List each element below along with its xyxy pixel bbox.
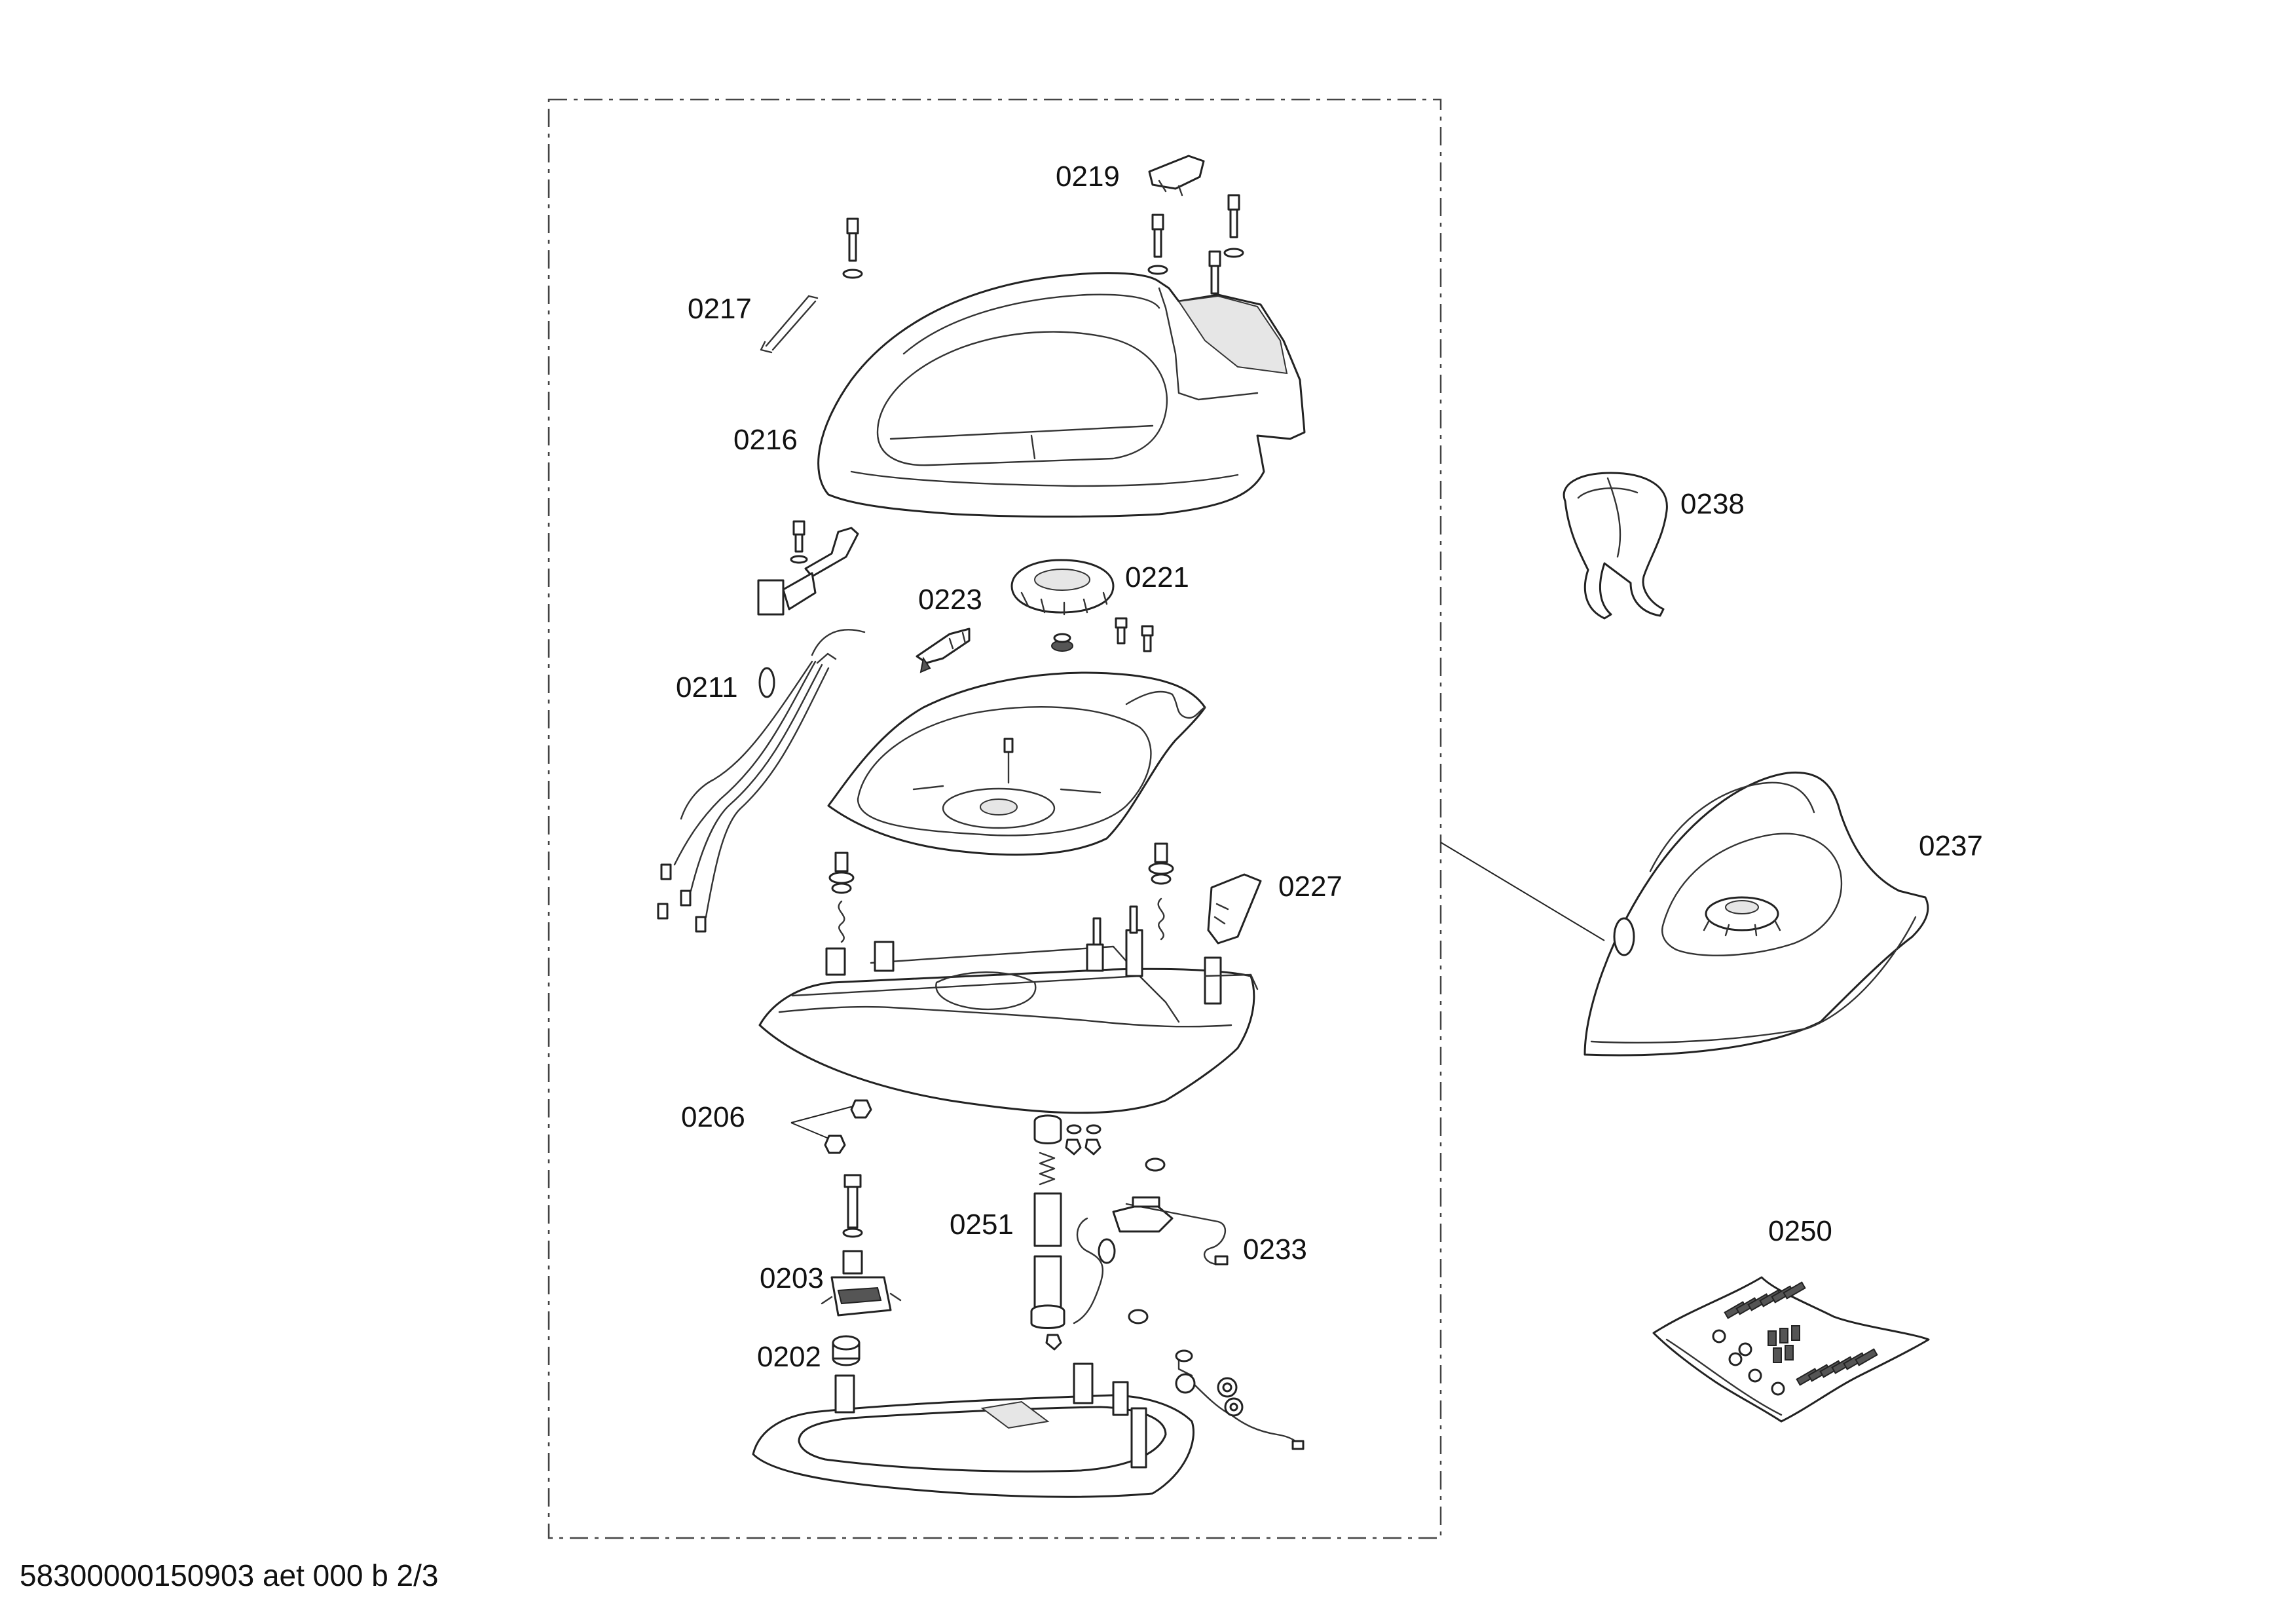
label-0251: 0251 bbox=[950, 1209, 1014, 1241]
part-0211-cable-set[interactable] bbox=[657, 629, 866, 933]
part-0237-complete-iron[interactable] bbox=[1583, 771, 1929, 1057]
part-0203-thermostat[interactable] bbox=[821, 1250, 902, 1317]
label-0211: 0211 bbox=[676, 671, 738, 704]
inner-shell bbox=[827, 671, 1206, 856]
label-0233: 0233 bbox=[1243, 1233, 1307, 1266]
gear-washer-icon bbox=[1217, 1377, 1238, 1398]
label-0217: 0217 bbox=[688, 293, 752, 325]
label-0203: 0203 bbox=[760, 1262, 824, 1294]
label-0237: 0237 bbox=[1919, 830, 1983, 862]
document-code: 58300000150903 aet 000 b 2/3 bbox=[20, 1558, 439, 1592]
part-0202-nut[interactable] bbox=[832, 1335, 861, 1366]
part-0251-tube-assembly[interactable] bbox=[1030, 1114, 1166, 1351]
part-0221-temperature-dial[interactable] bbox=[1010, 559, 1115, 616]
spacers-left bbox=[828, 852, 855, 943]
thermostat-screw bbox=[842, 1174, 863, 1238]
screw bbox=[1147, 214, 1168, 275]
screw bbox=[842, 217, 863, 279]
part-labels: 0219 0217 0216 0221 0223 0211 0227 0206 … bbox=[676, 160, 1983, 1373]
label-0223: 0223 bbox=[918, 584, 982, 616]
label-0216: 0216 bbox=[733, 424, 798, 456]
screw bbox=[790, 520, 808, 564]
part-0216-housing[interactable] bbox=[817, 272, 1306, 518]
spacers-right bbox=[1148, 842, 1174, 941]
soleplate-cover bbox=[758, 905, 1259, 1114]
label-0206: 0206 bbox=[681, 1101, 745, 1133]
screw-row bbox=[1796, 1348, 1878, 1386]
label-0219: 0219 bbox=[1056, 160, 1120, 193]
dial-screws bbox=[1051, 617, 1154, 652]
assembly-boundary bbox=[547, 98, 1442, 1539]
part-0233-wire[interactable] bbox=[1073, 1196, 1229, 1324]
screw-row bbox=[1724, 1281, 1806, 1319]
bolt-cluster bbox=[1768, 1325, 1800, 1363]
label-0250: 0250 bbox=[1768, 1215, 1832, 1247]
soleplate bbox=[752, 1349, 1305, 1498]
part-0227-bracket[interactable] bbox=[1207, 873, 1262, 945]
part-0238-holder-clip[interactable] bbox=[1563, 472, 1668, 620]
label-0202: 0202 bbox=[757, 1341, 821, 1373]
label-0227: 0227 bbox=[1278, 871, 1342, 903]
label-0238: 0238 bbox=[1680, 488, 1745, 520]
screw bbox=[1223, 194, 1244, 258]
leader-line-0237 bbox=[1440, 842, 1605, 941]
label-0221: 0221 bbox=[1125, 561, 1189, 593]
nut-cluster bbox=[1712, 1329, 1785, 1396]
part-0219-handle-cap[interactable] bbox=[1148, 155, 1205, 197]
part-0250-fastener-bag[interactable] bbox=[1652, 1276, 1930, 1423]
part-0217-clip[interactable] bbox=[760, 295, 819, 354]
wire-bracket bbox=[757, 520, 859, 616]
part-0206-nuts[interactable] bbox=[790, 1099, 872, 1154]
part-0223-switch[interactable] bbox=[916, 628, 971, 673]
